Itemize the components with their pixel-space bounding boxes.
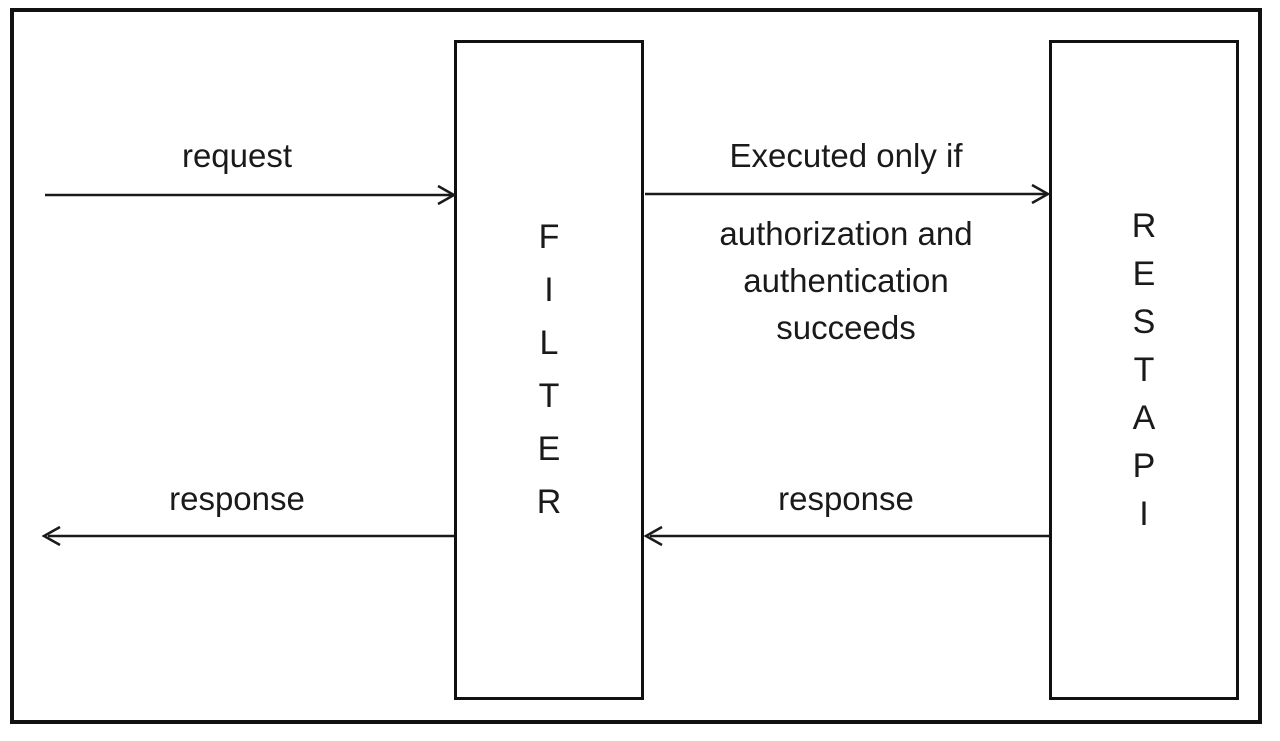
filter-box: F I L T E R: [454, 40, 644, 700]
executed-arrow-label-above: Executed only if: [729, 137, 963, 174]
outer-frame: [10, 8, 1262, 724]
rest-api-box: R E S T A P I: [1049, 40, 1239, 700]
response-outer-arrow-label: response: [169, 480, 305, 517]
rest-api-box-label: R E S T A P I: [1131, 207, 1157, 533]
response-inner-arrow-label: response: [778, 480, 914, 517]
executed-arrow-label-below: authorization and authentication succeed…: [719, 215, 973, 346]
request-arrow-label: request: [181, 137, 293, 174]
filter-box-label: F I L T E R: [536, 218, 562, 521]
